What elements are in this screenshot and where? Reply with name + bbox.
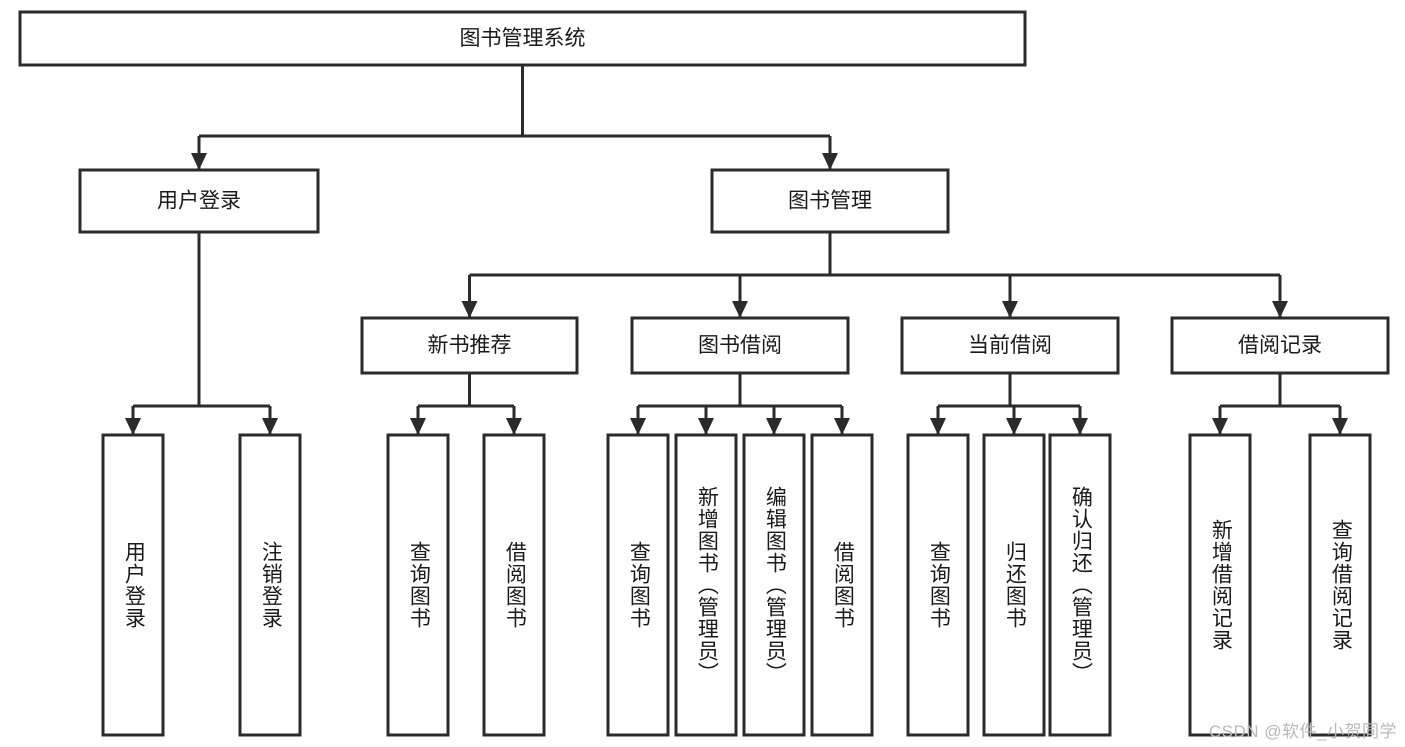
node-box: [238, 433, 302, 737]
arrow-head-icon: [1212, 418, 1228, 435]
node-box: [810, 433, 874, 737]
node-leaf-11[interactable]: [1188, 433, 1252, 737]
node-label-图书管理: 图书管理: [788, 190, 872, 213]
node-l2-1[interactable]: 图书管理: [710, 168, 950, 234]
arrow-head-icon: [698, 418, 714, 435]
node-box: [1048, 433, 1112, 737]
arrow-head-icon: [461, 301, 478, 318]
node-box: [674, 433, 738, 737]
node-box: [1308, 433, 1372, 737]
arrow-head-icon: [930, 418, 946, 435]
watermark: CSDN @软件_小贺同学: [1208, 722, 1397, 741]
node-box: [630, 316, 850, 375]
node-box: [742, 433, 806, 737]
node-box: [900, 316, 1120, 375]
node-label-图书管理系统: 图书管理系统: [460, 27, 586, 50]
arrow-head-icon: [191, 153, 207, 170]
arrow-head-icon: [1002, 301, 1018, 318]
node-leaf-2[interactable]: [386, 433, 450, 737]
node-label-新书推荐: 新书推荐: [428, 334, 512, 357]
node-box: [101, 433, 165, 737]
arrow-head-icon: [766, 418, 782, 435]
node-l3-3[interactable]: 借阅记录: [1170, 316, 1390, 375]
connector-layer: [125, 65, 1348, 435]
node-l3-2[interactable]: 当前借阅: [900, 316, 1120, 375]
arrow-head-icon: [506, 418, 522, 435]
node-box: [1170, 316, 1390, 375]
node-box: [386, 433, 450, 737]
node-l3-1[interactable]: 图书借阅: [630, 316, 850, 375]
node-leaf-0[interactable]: [101, 433, 165, 737]
arrow-head-icon: [1272, 301, 1288, 318]
arrow-head-icon: [125, 418, 141, 435]
node-box: [360, 316, 579, 375]
node-box: [78, 168, 320, 234]
arrow-head-icon: [732, 301, 748, 318]
arrow-head-icon: [834, 418, 850, 435]
arrow-head-icon: [1072, 418, 1088, 435]
node-leaf-6[interactable]: [742, 433, 806, 737]
node-leaf-7[interactable]: [810, 433, 874, 737]
arrow-head-icon: [1332, 418, 1348, 435]
node-leaf-5[interactable]: [674, 433, 738, 737]
node-leaf-10[interactable]: [1048, 433, 1112, 737]
node-label-用户登录: 用户登录: [157, 190, 241, 213]
node-label-图书借阅: 图书借阅: [698, 334, 782, 357]
arrow-head-icon: [630, 418, 646, 435]
node-leaf-4[interactable]: [606, 433, 670, 737]
node-box: [18, 10, 1027, 67]
node-leaf-1[interactable]: [238, 433, 302, 737]
node-leaf-3[interactable]: [482, 433, 546, 737]
node-box: [906, 433, 970, 737]
node-leaf-12[interactable]: [1308, 433, 1372, 737]
node-box: [1188, 433, 1252, 737]
node-box: [710, 168, 950, 234]
arrow-head-icon: [1006, 418, 1022, 435]
arrow-head-icon: [410, 418, 426, 435]
arrow-head-icon: [262, 418, 278, 435]
node-l3-0[interactable]: 新书推荐: [360, 316, 579, 375]
node-l2-0[interactable]: 用户登录: [78, 168, 320, 234]
arrow-head-icon: [822, 153, 838, 170]
node-leaf-8[interactable]: [906, 433, 970, 737]
node-box: [606, 433, 670, 737]
node-box: [982, 433, 1046, 737]
node-root-0[interactable]: 图书管理系统: [18, 10, 1027, 67]
node-leaf-9[interactable]: [982, 433, 1046, 737]
node-box: [482, 433, 546, 737]
node-label-借阅记录: 借阅记录: [1238, 334, 1322, 357]
node-label-当前借阅: 当前借阅: [968, 334, 1052, 357]
